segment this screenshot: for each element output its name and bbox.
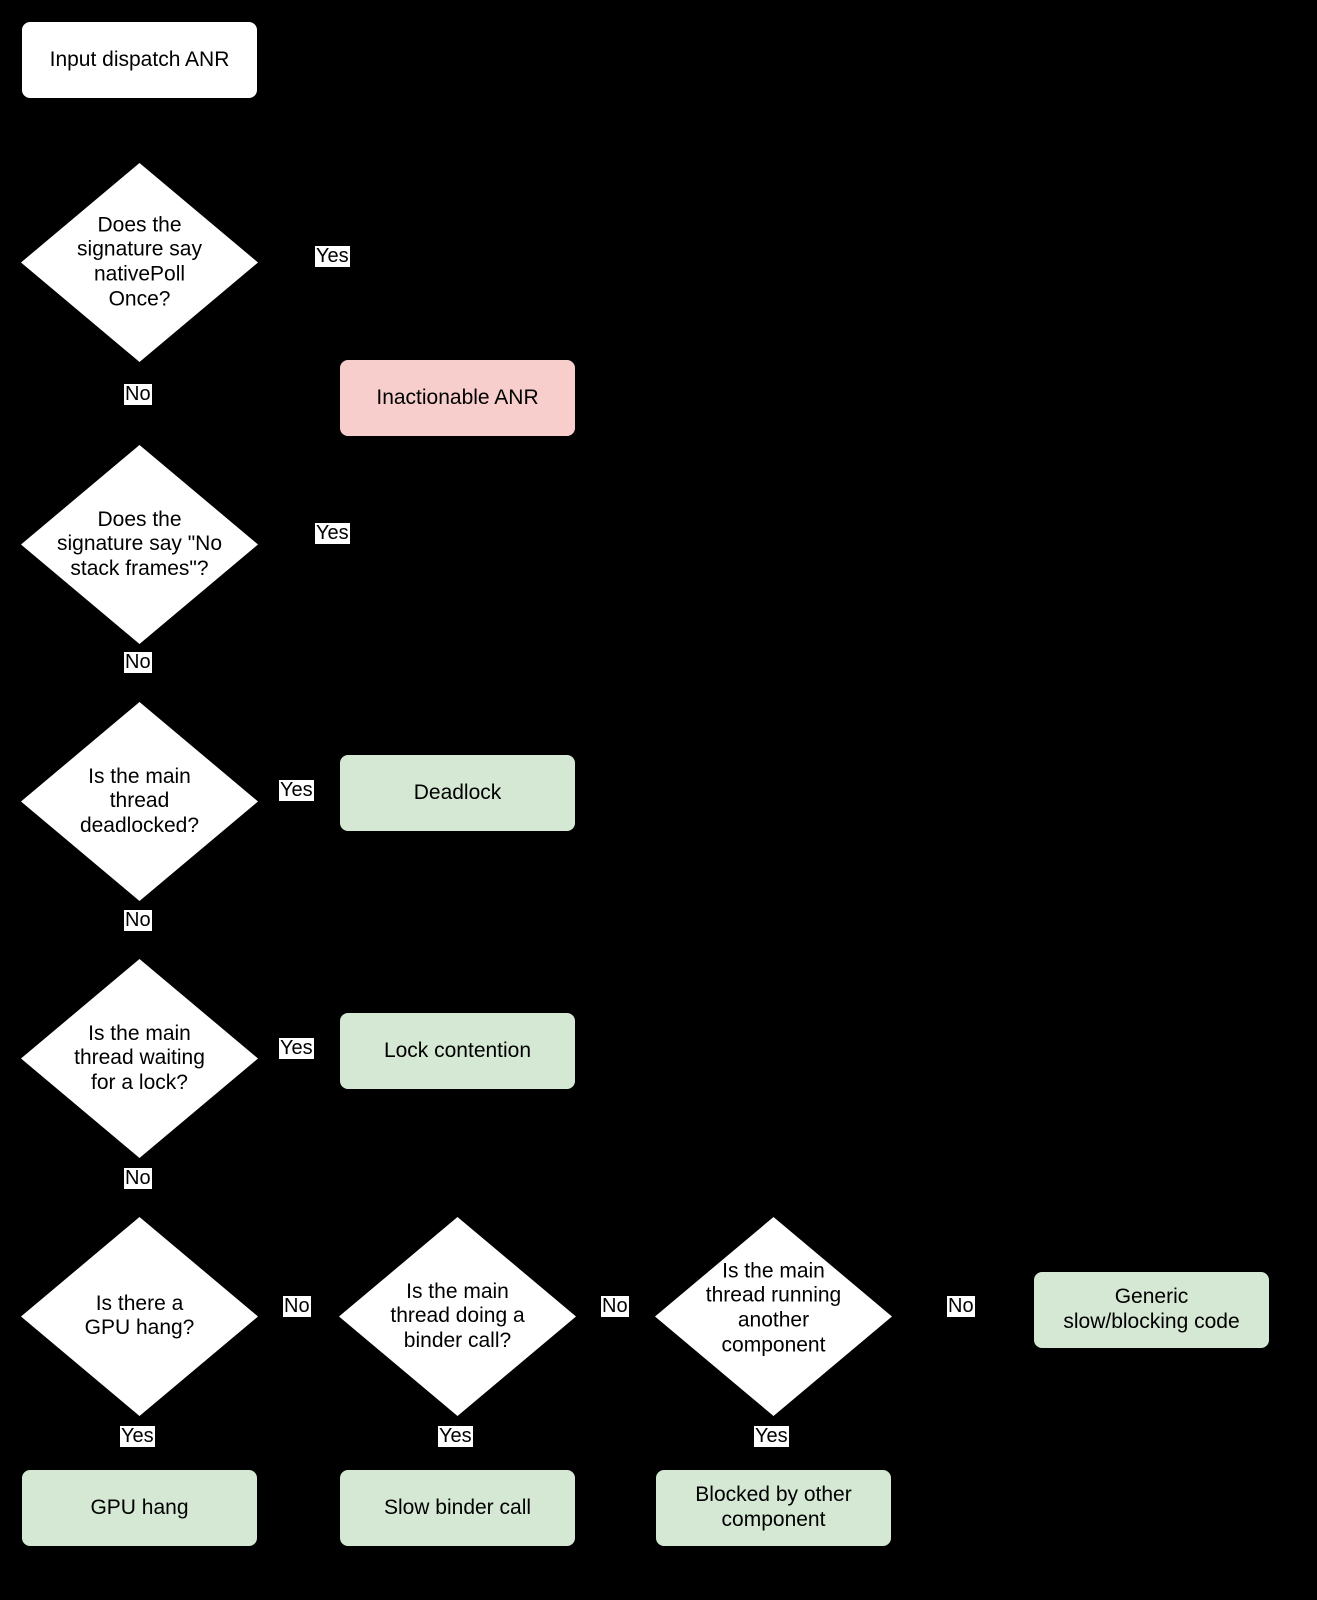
- edge-d4-yes-arrow: [330, 1044, 339, 1056]
- edge-label-d3-yes: Yes: [279, 779, 314, 801]
- edge-label-d7-no: No: [947, 1295, 975, 1317]
- diamond-shape: [21, 163, 258, 362]
- node-outcome-lock-contention-label: Lock contention: [383, 1038, 532, 1062]
- edge-d1-no-arrow: [133, 434, 145, 443]
- edge-d2-yes-h: [258, 538, 457, 540]
- diamond-shape: [21, 445, 258, 644]
- node-outcome-gpu-hang[interactable]: GPU hang: [21, 1469, 258, 1547]
- node-outcome-slow-binder-call-label: Slow binder call: [383, 1495, 532, 1519]
- node-outcome-blocked-by-other-component-label: Blocked by other component: [695, 1483, 852, 1531]
- node-outcome-slow-binder-call[interactable]: Slow binder call: [339, 1469, 576, 1547]
- edge-d1-yes-h: [258, 261, 457, 263]
- node-outcome-inactionable-anr-label: Inactionable ANR: [376, 385, 539, 409]
- edge-d1-yes-v: [456, 261, 458, 349]
- node-decision-gpu-hang[interactable]: Is there a GPU hang?: [21, 1217, 258, 1416]
- edge-label-d3-no: No: [124, 909, 152, 931]
- node-outcome-generic-slow-blocking-code-label: Generic slow/blocking code: [1063, 1285, 1240, 1333]
- node-decision-another-component[interactable]: Is the main thread running another compo…: [655, 1217, 892, 1416]
- edge-label-d4-no: No: [124, 1167, 152, 1189]
- diamond-shape: [655, 1217, 892, 1416]
- node-start[interactable]: Input dispatch ANR: [21, 21, 258, 99]
- node-decision-waiting-for-lock[interactable]: Is the main thread waiting for a lock?: [21, 959, 258, 1158]
- edge-label-d6-no: No: [601, 1295, 629, 1317]
- node-decision-binder-call[interactable]: Is the main thread doing a binder call?: [339, 1217, 576, 1416]
- edge-label-d1-yes: Yes: [315, 245, 350, 267]
- edge-label-d4-yes: Yes: [279, 1037, 314, 1059]
- node-decision-deadlocked[interactable]: Is the main thread deadlocked?: [21, 702, 258, 901]
- edge-d3-yes-arrow: [330, 787, 339, 799]
- edge-d2-yes-v: [456, 437, 458, 538]
- node-decision-nativepolloce[interactable]: Does the signature say nativePoll Once?: [21, 163, 258, 362]
- node-outcome-inactionable-anr[interactable]: Inactionable ANR: [339, 359, 576, 437]
- node-outcome-deadlock[interactable]: Deadlock: [339, 754, 576, 832]
- node-start-label: Input dispatch ANR: [49, 47, 230, 71]
- edge-d7-no-arrow: [1025, 1302, 1034, 1314]
- node-outcome-lock-contention[interactable]: Lock contention: [339, 1012, 576, 1090]
- edge-label-d5-no: No: [283, 1295, 311, 1317]
- edge-label-d7-yes: Yes: [754, 1425, 789, 1447]
- node-decision-no-stack-frames[interactable]: Does the signature say "No stack frames"…: [21, 445, 258, 644]
- edge-label-d1-no: No: [124, 383, 152, 405]
- edge-d5-no-arrow: [330, 1302, 339, 1314]
- edge-label-d2-yes: Yes: [315, 522, 350, 544]
- diamond-shape: [339, 1217, 576, 1416]
- edge-label-d6-yes: Yes: [438, 1425, 473, 1447]
- edge-label-d2-no: No: [124, 651, 152, 673]
- node-outcome-blocked-by-other-component[interactable]: Blocked by other component: [655, 1469, 892, 1547]
- diamond-shape: [21, 702, 258, 901]
- diamond-shape: [21, 1217, 258, 1416]
- edge-label-d5-yes: Yes: [120, 1425, 155, 1447]
- node-outcome-deadlock-label: Deadlock: [413, 780, 502, 804]
- edge-start-to-d1: [138, 99, 140, 152]
- edge-d1-yes-arrow: [451, 349, 463, 358]
- node-outcome-gpu-hang-label: GPU hang: [90, 1495, 189, 1519]
- diamond-shape: [21, 959, 258, 1158]
- edge-start-to-d1-arrow: [133, 152, 145, 161]
- node-outcome-generic-slow-blocking-code[interactable]: Generic slow/blocking code: [1033, 1271, 1270, 1349]
